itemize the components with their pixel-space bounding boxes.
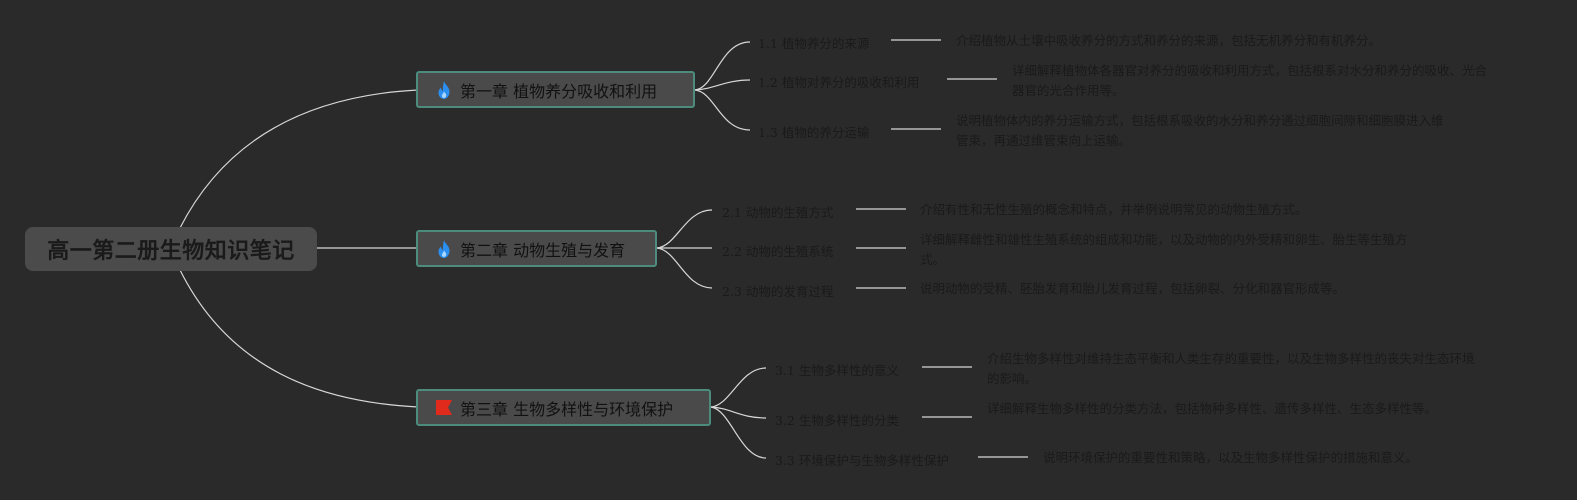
connector-root-ch1 [179, 89, 419, 229]
section-1-1-desc[interactable]: 介绍植物从土壤中吸收养分的方式和养分的来源，包括无机养分和有机养分。 [956, 33, 1382, 48]
chapter-2-node[interactable]: 第二章 动物生殖与发育 [416, 230, 657, 267]
section-2-2-desc[interactable]: 详细解释雌性和雄性生殖系统的组成和功能，以及动物的内外受精和卵生、胎生等生殖方式… [920, 232, 1408, 267]
connector-ch2-s3 [656, 247, 713, 289]
section-2-1-desc[interactable]: 介绍有性和无性生殖的概念和特点，并举例说明常见的动物生殖方式。 [920, 202, 1308, 217]
section-2-2-label[interactable]: 2.2 动物的生殖系统 [722, 244, 834, 259]
section-1-2-label[interactable]: 1.2 植物对养分的吸收和利用 [758, 75, 920, 90]
section-3-1-desc[interactable]: 介绍生物多样性对维持生态平衡和人类生存的重要性，以及生物多样性的丧失对生态环境的… [987, 351, 1475, 386]
connector-ch2-s1 [656, 209, 713, 249]
chapter-3-title: 第三章 生物多样性与环境保护 [460, 399, 674, 419]
connector-ch3-s3 [710, 406, 767, 459]
section-3-1-label[interactable]: 3.1 生物多样性的意义 [775, 363, 899, 378]
section-3-2-label[interactable]: 3.2 生物多样性的分类 [775, 413, 899, 428]
chapter-2-title: 第二章 动物生殖与发育 [460, 240, 626, 260]
chapter-3-node[interactable]: 第三章 生物多样性与环境保护 [416, 389, 711, 426]
connector-ch1-s2 [694, 79, 751, 91]
connector-ch1-s3 [694, 89, 751, 131]
section-3-2-desc[interactable]: 详细解释生物多样性的分类方法，包括物种多样性、遗传多样性、生态多样性等。 [987, 401, 1438, 416]
section-1-2-desc[interactable]: 详细解释植物体各器官对养分的吸收和利用方式，包括根系对水分和养分的吸收、光合器官… [1012, 63, 1488, 98]
section-1-3-label[interactable]: 1.3 植物的养分运输 [758, 125, 870, 140]
connector-ch1-s1 [694, 41, 751, 91]
connector-ch3-s1 [710, 367, 767, 408]
section-1-1-label[interactable]: 1.1 植物养分的来源 [758, 36, 870, 51]
connector-root-ch3 [179, 269, 419, 408]
fire-icon [434, 80, 454, 100]
red-flag-icon [434, 398, 454, 418]
root-topic[interactable]: 高一第二册生物知识笔记 [25, 227, 317, 271]
connector-ch3-s2 [710, 406, 767, 419]
section-2-3-desc[interactable]: 说明动物的受精、胚胎发育和胎儿发育过程，包括卵裂、分化和器官形成等。 [920, 281, 1346, 296]
section-2-1-label[interactable]: 2.1 动物的生殖方式 [722, 205, 834, 220]
fire-icon [434, 239, 454, 259]
chapter-1-title: 第一章 植物养分吸收和利用 [460, 81, 658, 101]
section-3-3-label[interactable]: 3.3 环境保护与生物多样性保护 [775, 453, 949, 468]
section-1-3-desc[interactable]: 说明植物体内的养分运输方式，包括根系吸收的水分和养分通过细胞间隙和细胞膜进入维管… [956, 113, 1444, 148]
section-3-3-desc[interactable]: 说明环境保护的重要性和策略，以及生物多样性保护的措施和意义。 [1043, 450, 1419, 465]
section-2-3-label[interactable]: 2.3 动物的发育过程 [722, 284, 834, 299]
chapter-1-node[interactable]: 第一章 植物养分吸收和利用 [416, 71, 695, 108]
